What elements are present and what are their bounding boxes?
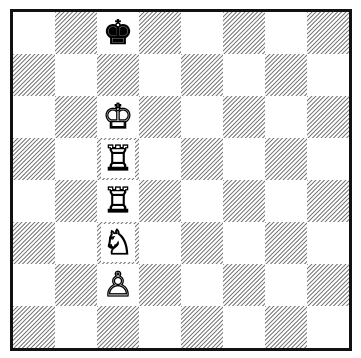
square-b3[interactable] (55, 222, 97, 264)
square-b2[interactable] (55, 264, 97, 306)
square-f2[interactable] (223, 264, 265, 306)
square-a6[interactable] (13, 96, 55, 138)
square-h8[interactable] (307, 12, 349, 54)
square-h6[interactable] (307, 96, 349, 138)
chess-board: ♚ ♔ ♖ ♖ ♘ ♙ (10, 9, 352, 351)
square-f7[interactable] (223, 54, 265, 96)
square-d2[interactable] (139, 264, 181, 306)
square-a4[interactable] (13, 180, 55, 222)
square-f3[interactable] (223, 222, 265, 264)
square-e7[interactable] (181, 54, 223, 96)
square-d6[interactable] (139, 96, 181, 138)
white-knight-glyph: ♘ (101, 224, 135, 262)
square-g2[interactable] (265, 264, 307, 306)
square-d3[interactable] (139, 222, 181, 264)
square-a7[interactable] (13, 54, 55, 96)
square-g5[interactable] (265, 138, 307, 180)
square-g3[interactable] (265, 222, 307, 264)
square-d4[interactable] (139, 180, 181, 222)
square-a3[interactable] (13, 222, 55, 264)
square-d7[interactable] (139, 54, 181, 96)
square-e4[interactable] (181, 180, 223, 222)
square-a5[interactable] (13, 138, 55, 180)
square-e2[interactable] (181, 264, 223, 306)
square-b6[interactable] (55, 96, 97, 138)
square-g8[interactable] (265, 12, 307, 54)
white-king-icon[interactable]: ♔ (97, 96, 139, 138)
square-h2[interactable] (307, 264, 349, 306)
square-c3[interactable]: ♘ (97, 222, 139, 264)
square-c6[interactable]: ♔ (97, 96, 139, 138)
square-a2[interactable] (13, 264, 55, 306)
square-d1[interactable] (139, 306, 181, 348)
square-f8[interactable] (223, 12, 265, 54)
square-a1[interactable] (13, 306, 55, 348)
square-b4[interactable] (55, 180, 97, 222)
white-rook-icon[interactable]: ♖ (97, 138, 139, 180)
square-h5[interactable] (307, 138, 349, 180)
square-b8[interactable] (55, 12, 97, 54)
square-f6[interactable] (223, 96, 265, 138)
square-d5[interactable] (139, 138, 181, 180)
square-c2[interactable]: ♙ (97, 264, 139, 306)
square-e6[interactable] (181, 96, 223, 138)
square-c5[interactable]: ♖ (97, 138, 139, 180)
white-knight-icon[interactable]: ♘ (97, 222, 139, 264)
black-king-glyph: ♚ (101, 14, 135, 52)
square-c4[interactable]: ♖ (97, 180, 139, 222)
square-g6[interactable] (265, 96, 307, 138)
white-pawn-icon[interactable]: ♙ (97, 264, 139, 306)
square-b7[interactable] (55, 54, 97, 96)
white-king-glyph: ♔ (101, 98, 135, 136)
square-a8[interactable] (13, 12, 55, 54)
square-g1[interactable] (265, 306, 307, 348)
square-e8[interactable] (181, 12, 223, 54)
square-c7[interactable] (97, 54, 139, 96)
square-f1[interactable] (223, 306, 265, 348)
white-rook-icon[interactable]: ♖ (97, 180, 139, 222)
square-h4[interactable] (307, 180, 349, 222)
square-b5[interactable] (55, 138, 97, 180)
white-rook-glyph: ♖ (101, 140, 135, 178)
square-h7[interactable] (307, 54, 349, 96)
square-c1[interactable] (97, 306, 139, 348)
square-h1[interactable] (307, 306, 349, 348)
square-e3[interactable] (181, 222, 223, 264)
white-pawn-glyph: ♙ (101, 266, 135, 304)
square-f4[interactable] (223, 180, 265, 222)
square-f5[interactable] (223, 138, 265, 180)
black-king-icon[interactable]: ♚ (97, 12, 139, 54)
square-e1[interactable] (181, 306, 223, 348)
square-g7[interactable] (265, 54, 307, 96)
square-d8[interactable] (139, 12, 181, 54)
square-h3[interactable] (307, 222, 349, 264)
white-rook-glyph: ♖ (101, 182, 135, 220)
square-c8[interactable]: ♚ (97, 12, 139, 54)
square-g4[interactable] (265, 180, 307, 222)
square-b1[interactable] (55, 306, 97, 348)
square-e5[interactable] (181, 138, 223, 180)
